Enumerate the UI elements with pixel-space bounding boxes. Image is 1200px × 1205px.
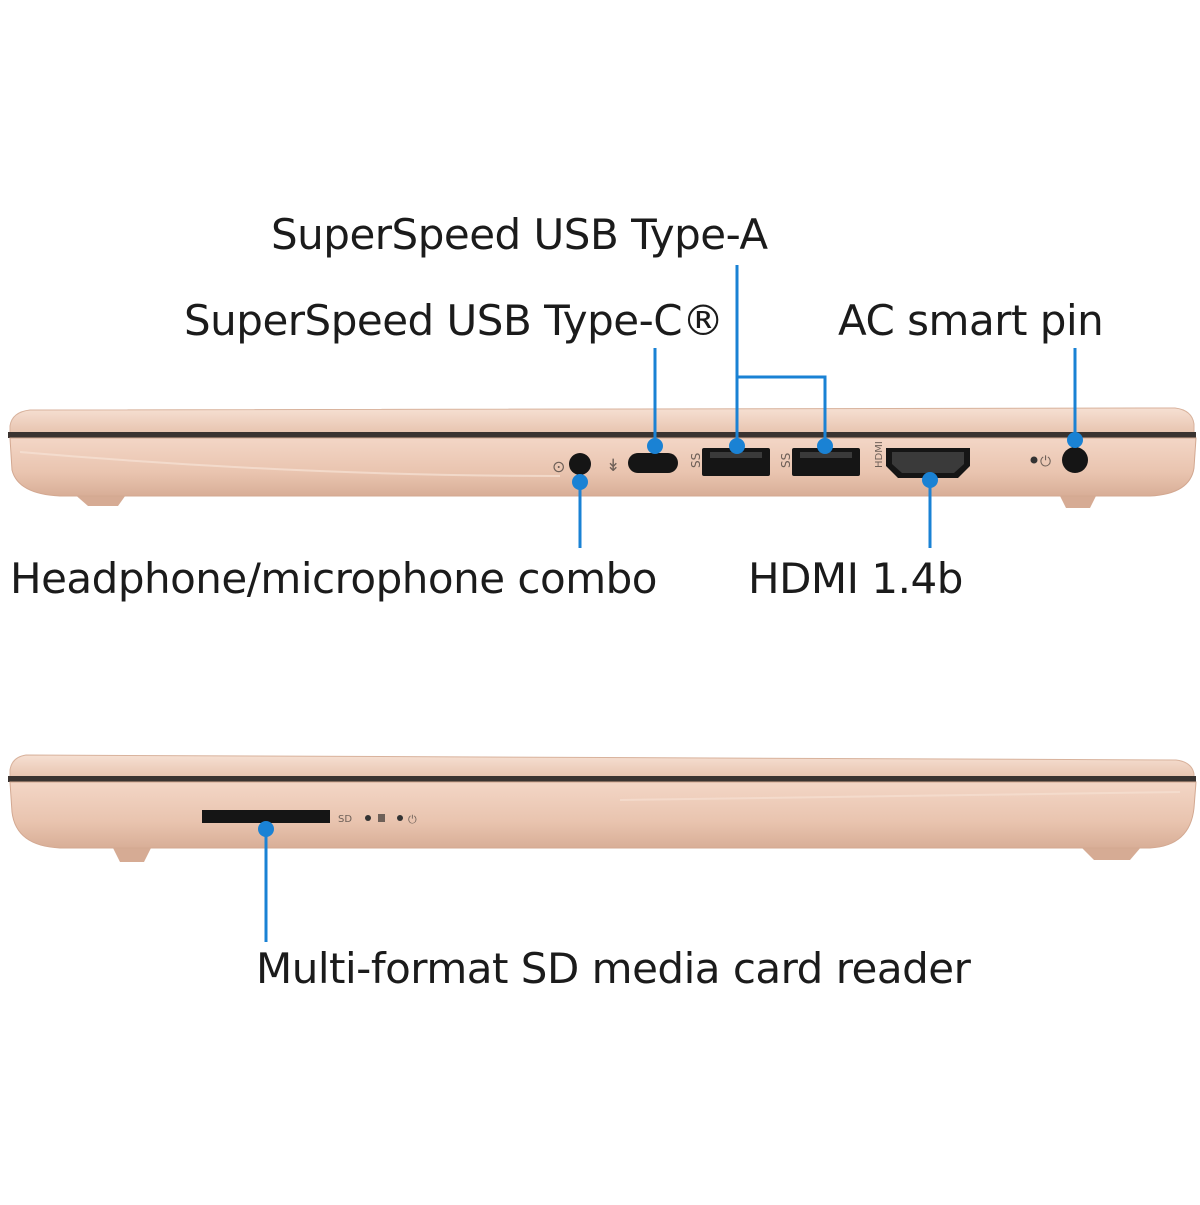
callout-dot-usb-a-2 <box>817 438 833 454</box>
power-led <box>1030 456 1038 464</box>
label-hdmi: HDMI 1.4b <box>748 554 963 603</box>
callout-dot-ac-pin <box>1067 432 1083 448</box>
label-usb-type-a: SuperSpeed USB Type-A <box>271 210 768 259</box>
callouts-bottom <box>258 821 274 942</box>
ac-smart-pin-port <box>1062 447 1088 473</box>
foot-right-bottom <box>1080 846 1142 860</box>
laptop-right-side: ⊙ ↡ SS SS HDMI ⏻ <box>8 407 1197 508</box>
drive-activity-icon <box>378 814 385 822</box>
laptop-left-side: SD ⏻ <box>8 754 1197 862</box>
callout-dot-usb-a-1 <box>729 438 745 454</box>
lid-bottom <box>9 754 1195 779</box>
foot-left-bottom <box>112 846 152 862</box>
power-icon-left: ⏻ <box>408 813 417 826</box>
headphone-jack <box>569 453 591 475</box>
base-bottom <box>9 781 1197 849</box>
usb-c-port <box>628 453 678 473</box>
hdmi-icon: HDMI <box>874 441 885 468</box>
callouts-top <box>578 265 1077 548</box>
ss-usb-icon-1: SS <box>689 453 703 468</box>
callout-dot-hdmi <box>922 472 938 488</box>
seam-top <box>8 432 1196 438</box>
seam-bottom <box>8 776 1196 782</box>
status-led-1 <box>365 815 371 821</box>
callout-line-usb-a-bracket <box>737 375 827 443</box>
callout-dot-usb-c <box>647 438 663 454</box>
status-led-2 <box>397 815 403 821</box>
ss-usb-icon-2: SS <box>779 453 793 468</box>
label-sd-reader: Multi-format SD media card reader <box>256 944 971 993</box>
label-usb-type-c: SuperSpeed USB Type-C® <box>184 296 724 345</box>
base-top <box>9 437 1197 497</box>
label-headphone-combo: Headphone/microphone combo <box>10 554 657 603</box>
power-icon: ⏻ <box>1040 454 1051 470</box>
sd-card-slot <box>202 810 330 823</box>
usb-c-trident-icon: ↡ <box>606 456 620 476</box>
callout-dot-sd <box>258 821 274 837</box>
callout-dot-headphone <box>572 474 588 490</box>
callout-dots-top <box>572 432 1083 490</box>
label-ac-smart-pin: AC smart pin <box>838 296 1104 345</box>
sd-icon: SD <box>338 814 352 825</box>
lid-top <box>9 407 1195 435</box>
headphone-icon: ⊙ <box>552 457 565 476</box>
